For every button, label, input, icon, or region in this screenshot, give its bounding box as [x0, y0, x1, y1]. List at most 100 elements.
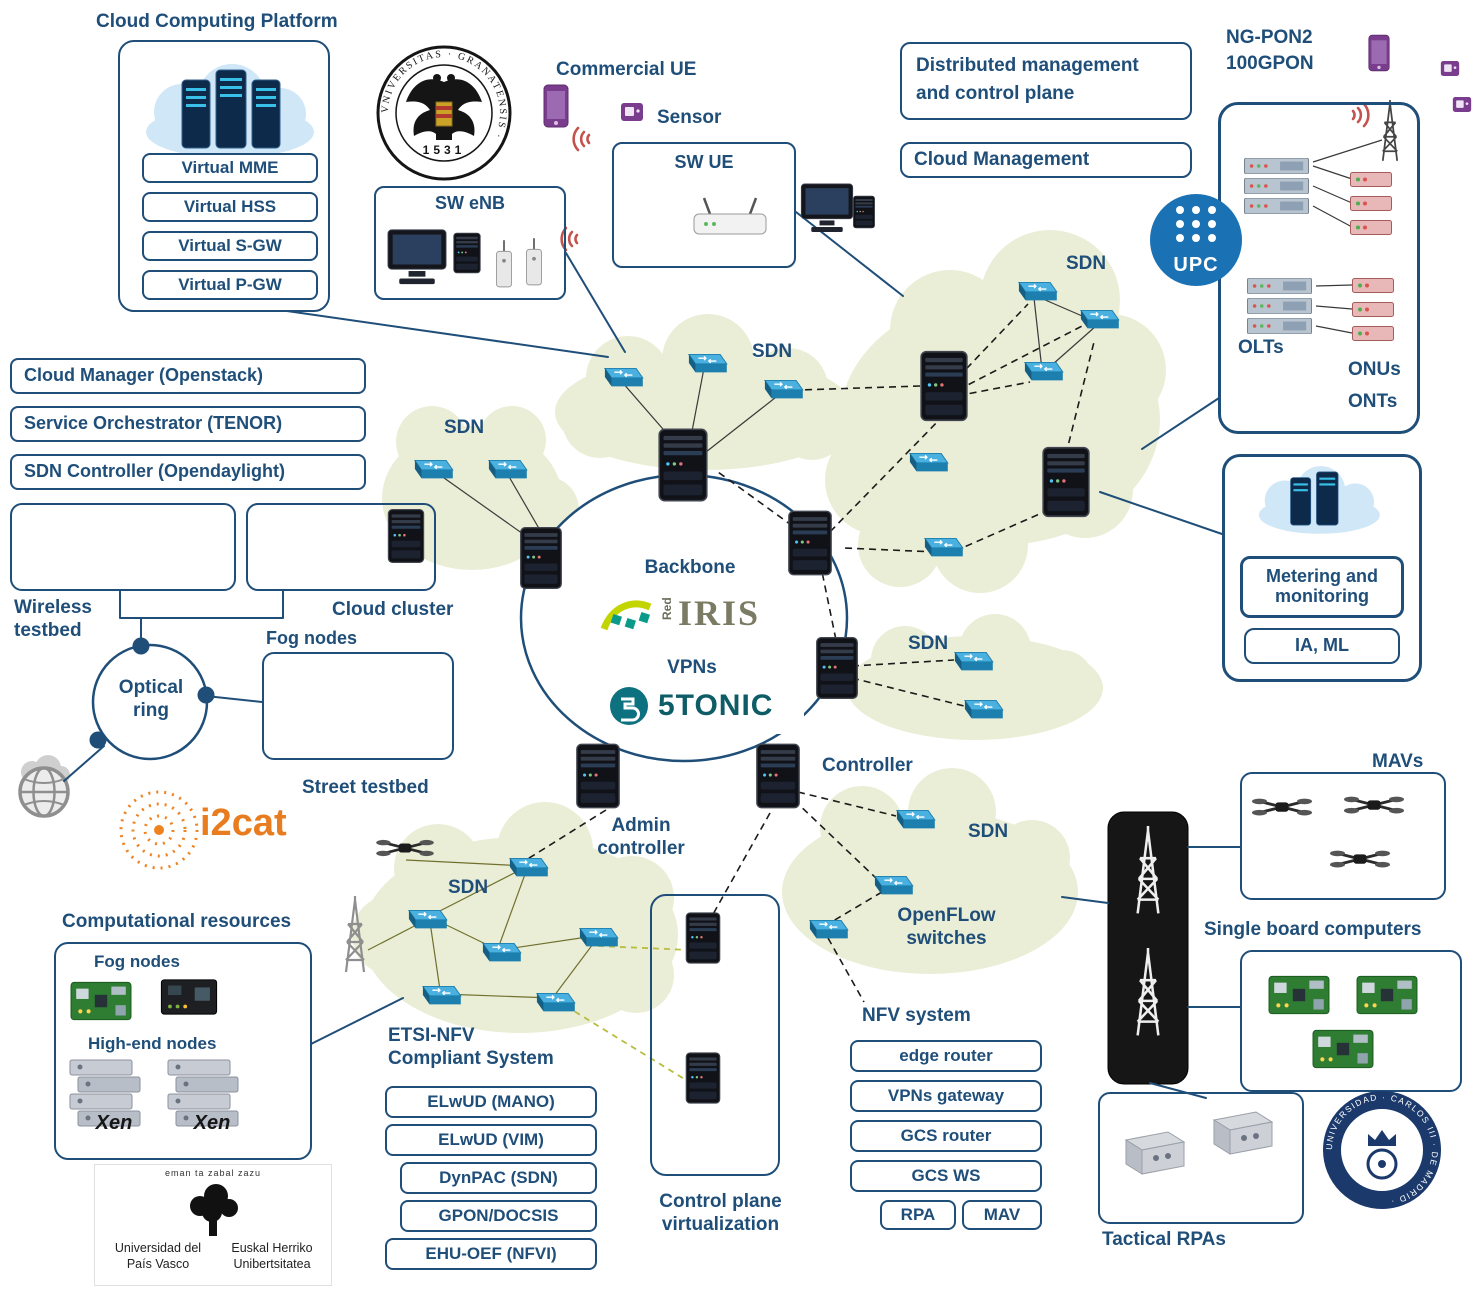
commercial-ue-label: Commercial UE: [556, 59, 697, 80]
switch-icon: [414, 459, 454, 480]
switch-icon: [422, 985, 462, 1006]
upc-logo: UPC: [1150, 194, 1242, 286]
cloud-big-right: [825, 230, 1166, 593]
uc3m-crown: [1368, 1130, 1396, 1146]
mavs-label: MAVs: [1372, 751, 1424, 772]
cloud-cluster-box: [246, 503, 436, 591]
solid-blue-links: [63, 211, 1241, 1099]
ngpon-title-line2: 100GPON: [1226, 53, 1314, 74]
uc3m-university-seal: UNIVERSIDAD · CARLOS III · DE MADRID ·: [1323, 1091, 1441, 1209]
mav-box: MAV: [962, 1200, 1042, 1230]
sensor-icon: [1452, 97, 1472, 112]
wireless-testbed-box: [10, 503, 236, 591]
relay-tower-box: [1107, 811, 1189, 1085]
switch-icon: [688, 353, 728, 374]
sdn-label-top: SDN: [752, 341, 793, 362]
sdn-label-bottom-right: SDN: [968, 821, 1009, 842]
edge-router-box: edge router: [850, 1040, 1042, 1072]
rediris-logo: Red IRIS: [598, 584, 798, 642]
metering-cloud-server-graphic: [1258, 466, 1380, 534]
admin-controller-label: Admin controller: [597, 815, 685, 860]
ngpon-box: [1218, 102, 1420, 434]
controller-label: Controller: [822, 755, 913, 776]
ehu-oef-nfvi-box: EHU-OEF (NFVI): [385, 1238, 597, 1270]
sensor-icon: [1440, 61, 1460, 76]
controller-server-icon: [756, 743, 800, 809]
cloud-bottom-right: [782, 768, 1078, 974]
ia-ml-box: IA, ML: [1244, 628, 1400, 664]
switch-icon: [764, 379, 804, 400]
switch-icon: [909, 452, 949, 473]
rediris-iris-text: IRIS: [678, 593, 761, 633]
xen-logo-text: Xen: [193, 1112, 231, 1134]
upv-motto: eman ta zabal zazu: [164, 1168, 262, 1178]
ugr-year: 1531: [423, 143, 466, 157]
mavs-box: [1240, 772, 1446, 900]
wifi-signal-icon: [572, 126, 591, 152]
virtual-hss-item: Virtual HSS: [142, 192, 318, 222]
rpa-box: RPA: [880, 1200, 956, 1230]
5tonic-logo: 5TONIC: [600, 678, 804, 734]
server-icon: [788, 510, 832, 576]
switch-icon: [874, 875, 914, 896]
comp-fog-nodes-label: Fog nodes: [94, 952, 180, 971]
5tonic-label: 5TONIC: [658, 689, 774, 722]
fog-nodes-label: Fog nodes: [266, 628, 357, 648]
computational-resources-box: [54, 942, 312, 1160]
sw-enb-box: [374, 186, 566, 300]
fog-nodes-box: [262, 652, 454, 760]
computational-resources-title: Computational resources: [62, 911, 292, 932]
wireless-testbed-label: Wireless testbed: [14, 597, 92, 642]
server-icon: [1042, 446, 1090, 518]
cloud-server-graphic: [146, 64, 314, 158]
switch-icon: [482, 942, 522, 963]
vpns-label: VPNs: [667, 657, 717, 678]
distributed-mgmt-line1: Distributed management: [916, 55, 1139, 76]
sensor-icon: [621, 103, 643, 121]
server-icon: [658, 428, 708, 502]
metering-outer-box: [1222, 454, 1422, 682]
sw-ue-box: [612, 142, 796, 268]
i2cat-label: i2cat: [200, 802, 287, 844]
ugr-university-seal: VNIVERSITAS · GRANATENSIS · 1531: [376, 45, 512, 181]
service-orchestrator-box: Service Orchestrator (TENOR): [10, 406, 366, 442]
switch-icon: [408, 909, 448, 930]
switch-icon: [1080, 309, 1120, 330]
cloud-platform-box: [118, 40, 330, 312]
control-plane-virt-label: Control plane virtualization: [659, 1191, 782, 1236]
virtual-mme-item: Virtual MME: [142, 153, 318, 183]
sdn-label-big-right: SDN: [1066, 253, 1107, 274]
ngpon-title-line1: NG-PON2: [1226, 27, 1313, 48]
switch-icon: [604, 367, 644, 388]
distributed-mgmt-text: Distributed management and control plane: [902, 44, 1139, 107]
sbc-label: Single board computers: [1204, 919, 1422, 940]
switch-icon: [536, 992, 576, 1013]
switch-icon: [579, 927, 619, 948]
i2cat-logo-icon: [119, 790, 199, 870]
distributed-mgmt-line2: and control plane: [916, 82, 1075, 104]
sdn-label-bottom-left: SDN: [448, 877, 489, 898]
admin-controller-server-icon: [576, 743, 620, 809]
switch-icon: [1018, 281, 1058, 302]
onus-label: ONUs: [1348, 359, 1401, 380]
server-icon: [920, 350, 968, 422]
green-dashed-links: [555, 945, 691, 1081]
sdn-label-left: SDN: [444, 417, 485, 438]
elwud-vim-box: ELwUD (VIM): [385, 1124, 597, 1156]
cloud-manager-box: Cloud Manager (Openstack): [10, 358, 366, 394]
nfv-system-title: NFV system: [862, 1005, 971, 1026]
switch-icon: [509, 857, 549, 878]
server-icon: [520, 526, 562, 590]
upv-spanish-name: Universidad del País Vasco: [114, 1241, 202, 1272]
server-icon: [816, 636, 858, 700]
elwud-mano-box: ELwUD (MANO): [385, 1086, 597, 1118]
onts-label: ONTs: [1348, 391, 1398, 412]
tactical-rpas-box: [1098, 1092, 1304, 1224]
switch-icon: [964, 699, 1004, 720]
etsi-nfv-title: ETSI-NFV Compliant System: [388, 1025, 554, 1070]
globe-icon: [18, 755, 70, 818]
sdn-label-mid-right: SDN: [908, 633, 949, 654]
switch-icon: [896, 809, 936, 830]
switch-icon: [1024, 361, 1064, 382]
